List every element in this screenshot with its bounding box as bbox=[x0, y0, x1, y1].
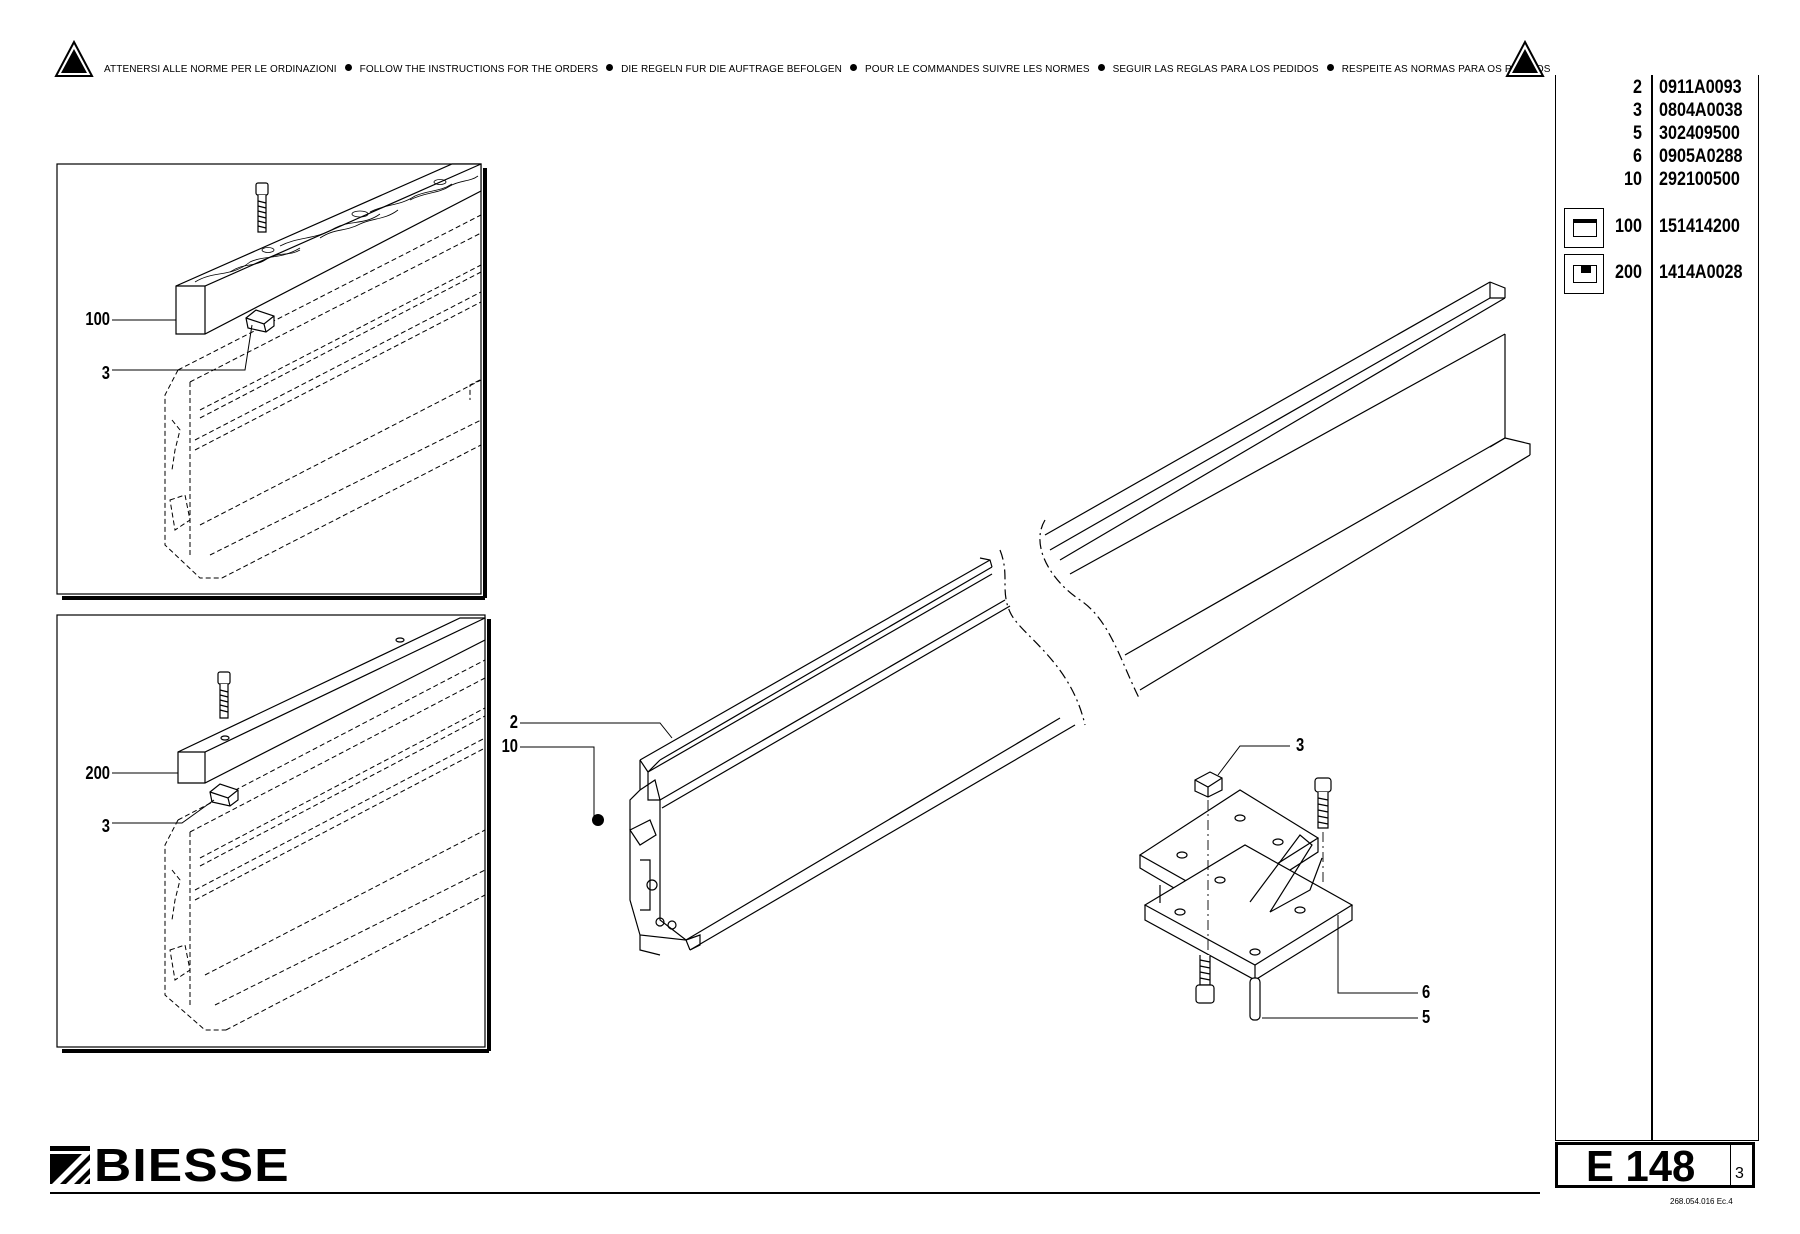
notice-pt: RESPEITE AS NORMAS PARA OS PEDIDOS bbox=[1341, 64, 1551, 75]
part-code: 292100500 bbox=[1659, 169, 1740, 190]
leader-lines bbox=[112, 319, 1418, 1019]
sheet-number-box: 3 bbox=[1730, 1145, 1752, 1185]
parts-row: 2 0911A0093 bbox=[1556, 77, 1758, 99]
kit-row: 100 151414200 bbox=[1556, 216, 1758, 238]
detail-panel-kit-100 bbox=[56, 163, 487, 600]
grease-point-icon bbox=[592, 814, 604, 826]
table-code-box: E 148 3 bbox=[1555, 1142, 1755, 1191]
parts-row: 10 292100500 bbox=[1556, 169, 1758, 191]
notice-es: SEGUIR LAS REGLAS PARA LOS PEDIDOS bbox=[1112, 64, 1319, 75]
callout-6: 6 bbox=[1422, 982, 1431, 1002]
brand-name: BIESSE bbox=[94, 1139, 290, 1191]
bullet-icon bbox=[1097, 64, 1105, 71]
kit-position: 100 bbox=[1615, 216, 1642, 237]
bullet-icon bbox=[849, 64, 857, 71]
part-position: 5 bbox=[1633, 123, 1642, 144]
warning-triangle-icon bbox=[54, 40, 94, 77]
part-code: 302409500 bbox=[1659, 123, 1740, 144]
column-divider bbox=[1651, 75, 1653, 1140]
part-position: 2 bbox=[1633, 77, 1642, 98]
aluminium-profile-beam bbox=[629, 281, 1531, 956]
callout-100: 100 bbox=[85, 309, 110, 329]
part-code: 0804A0038 bbox=[1659, 100, 1743, 121]
biesse-stripes-icon bbox=[50, 1146, 90, 1184]
biesse-logo: BIESSE bbox=[50, 1142, 289, 1188]
part-position: 3 bbox=[1633, 100, 1642, 121]
part-code: 0911A0093 bbox=[1659, 77, 1742, 98]
callout-3-bracket: 3 bbox=[1296, 735, 1305, 755]
sheet-number: 3 bbox=[1735, 1165, 1744, 1182]
parts-row: 5 302409500 bbox=[1556, 123, 1758, 145]
document-number: 268.054.016 Ec.4 bbox=[1670, 1197, 1733, 1206]
table-code: E 148 bbox=[1586, 1142, 1696, 1191]
kit-row: 200 1414A0028 bbox=[1556, 262, 1758, 284]
kit-code: 1414A0028 bbox=[1659, 262, 1743, 283]
detail-panel-kit-200 bbox=[56, 614, 491, 1053]
kit-code: 151414200 bbox=[1659, 216, 1740, 237]
callout-200: 200 bbox=[85, 763, 110, 783]
bullet-icon bbox=[606, 64, 614, 71]
notice-it: ATTENERSI ALLE NORME PER LE ORDINAZIONI bbox=[104, 64, 337, 75]
support-bracket-assembly bbox=[1138, 771, 1354, 1021]
part-position: 6 bbox=[1633, 146, 1642, 167]
part-position: 10 bbox=[1624, 169, 1642, 190]
footer-rule bbox=[50, 1192, 1540, 1194]
kit-wood-profile-icon bbox=[1564, 208, 1604, 248]
callout-2: 2 bbox=[509, 712, 518, 732]
kit-position: 200 bbox=[1615, 262, 1642, 283]
callout-10: 10 bbox=[501, 736, 518, 756]
warning-triangle-icon bbox=[1505, 40, 1545, 77]
order-instructions-notice: ATTENERSI ALLE NORME PER LE ORDINAZIONI F… bbox=[104, 64, 1550, 75]
callout-5: 5 bbox=[1422, 1007, 1431, 1027]
kit-aluminium-profile-icon bbox=[1564, 254, 1604, 294]
bullet-icon bbox=[344, 64, 352, 71]
notice-fr: POUR LE COMMANDES SUIVRE LES NORMES bbox=[864, 64, 1090, 75]
part-code: 0905A0288 bbox=[1659, 146, 1743, 167]
notice-en: FOLLOW THE INSTRUCTIONS FOR THE ORDERS bbox=[359, 64, 599, 75]
parts-list-table: 2 0911A0093 3 0804A0038 5 302409500 6 0905A0… bbox=[1555, 75, 1759, 1141]
exploded-parts-drawing bbox=[56, 163, 1531, 1053]
notice-de: DIE REGELN FUR DIE AUFTRAGE BEFOLGEN bbox=[621, 64, 842, 75]
parts-row: 6 0905A0288 bbox=[1556, 146, 1758, 168]
parts-row: 3 0804A0038 bbox=[1556, 100, 1758, 122]
callout-3-top: 3 bbox=[101, 363, 110, 383]
bullet-icon bbox=[1326, 64, 1334, 71]
callout-3-bottom: 3 bbox=[101, 816, 110, 836]
